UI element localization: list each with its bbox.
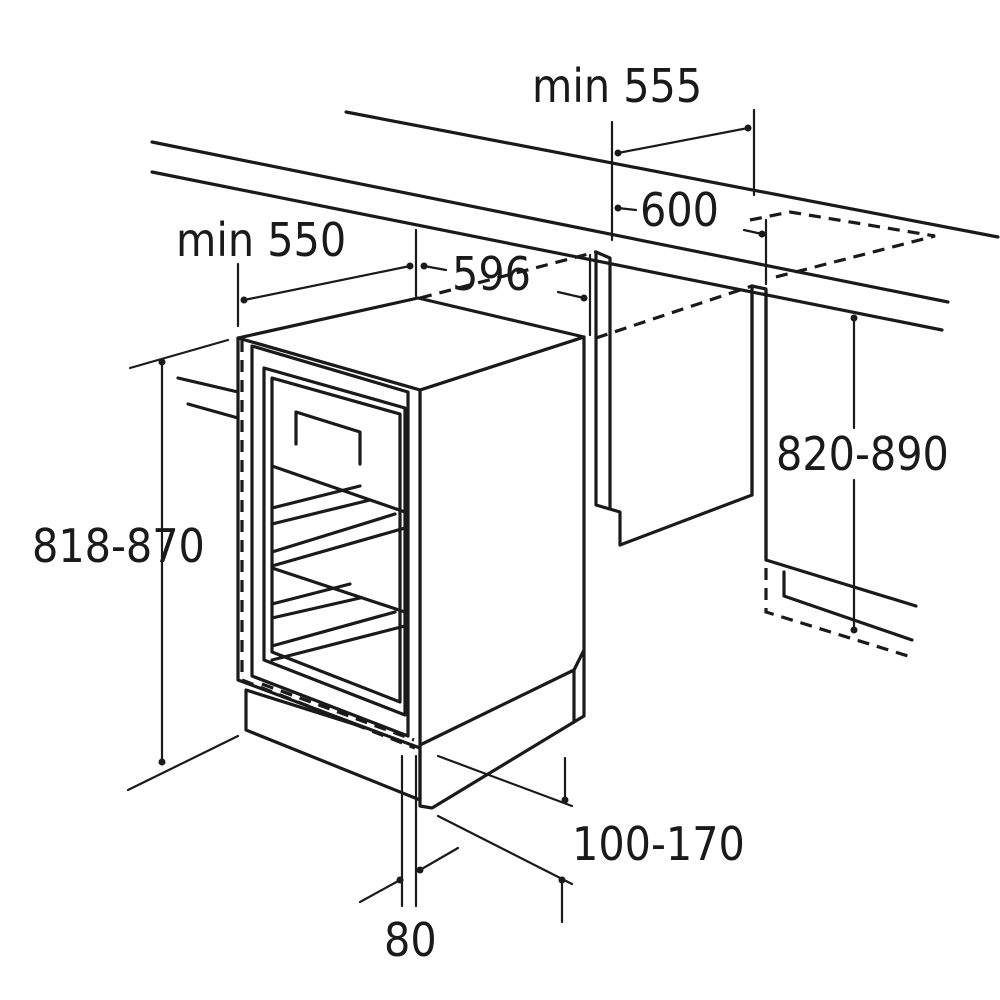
dim-niche-height — [850, 314, 858, 634]
appliance-door — [236, 336, 422, 750]
label-worktop-depth: 600 — [640, 183, 719, 237]
dim-niche-depth-top — [610, 108, 756, 242]
label-plinth-recess: 80 — [384, 913, 437, 967]
door-handle — [294, 410, 362, 466]
dim-plinth-height — [436, 754, 574, 924]
label-appliance-depth: 596 — [452, 247, 531, 301]
dim-plinth-recess — [358, 754, 460, 908]
niche-outline — [419, 210, 936, 658]
left-cabinet — [176, 376, 240, 420]
dim-niche-depth-left — [236, 228, 418, 328]
right-cabinet — [594, 250, 918, 642]
label-niche-depth-left: min 550 — [176, 213, 346, 267]
label-appliance-height: 818-870 — [32, 519, 205, 573]
dim-appliance-depth — [420, 253, 592, 337]
dim-worktop-depth — [614, 204, 768, 286]
label-plinth-height: 100-170 — [572, 817, 745, 871]
label-niche-depth-top: min 555 — [532, 59, 702, 113]
door-dashed-outline — [240, 340, 416, 750]
label-niche-height: 820-890 — [776, 427, 949, 481]
shelf-top — [270, 464, 407, 568]
dim-appliance-height — [126, 338, 240, 792]
appliance-side-panel — [418, 335, 586, 747]
appliance — [236, 296, 586, 810]
shelf-bottom — [270, 566, 407, 662]
worktop — [150, 110, 1000, 332]
